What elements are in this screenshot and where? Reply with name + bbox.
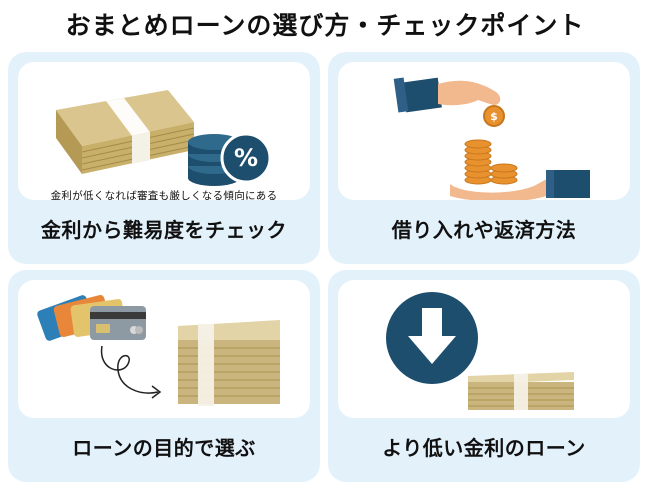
cash-stack-icon bbox=[56, 90, 195, 174]
card-illustration bbox=[18, 280, 310, 418]
down-arrow-circle-icon bbox=[386, 292, 478, 384]
credit-cards-icon bbox=[37, 295, 146, 341]
card-caption: 金利が低くなれば審査も厳しくなる傾向にある bbox=[50, 190, 278, 200]
card-illustration: $ bbox=[338, 62, 630, 200]
cash-stack-icon bbox=[468, 372, 574, 410]
card-label: 借り入れや返済方法 bbox=[391, 218, 577, 242]
card-borrowing-repayment: $ bbox=[328, 52, 640, 264]
hand-dropping-coin-icon: $ bbox=[393, 77, 505, 127]
svg-text:%: % bbox=[234, 144, 258, 172]
card-interest-difficulty: % 金利が低くなれば審査も厳しくなる傾向にある 金利から難易度をチェック bbox=[8, 52, 320, 264]
open-hand-icon bbox=[450, 170, 590, 200]
card-loan-purpose: ローンの目的で選ぶ bbox=[8, 270, 320, 482]
curly-arrow-icon bbox=[100, 345, 162, 399]
svg-text:$: $ bbox=[490, 110, 498, 123]
cash-stack-icon bbox=[178, 320, 280, 406]
coin-stack-icon bbox=[464, 139, 518, 185]
page-title: おまとめローンの選び方・チェックポイント bbox=[65, 11, 585, 40]
card-illustration: % 金利が低くなれば審査も厳しくなる傾向にある bbox=[18, 62, 310, 200]
card-label: より低い金利のローン bbox=[382, 436, 586, 460]
card-lower-interest: より低い金利のローン bbox=[328, 270, 640, 482]
card-illustration bbox=[338, 280, 630, 418]
coin-percent-icon: % bbox=[188, 132, 272, 186]
card-label: ローンの目的で選ぶ bbox=[72, 436, 256, 460]
card-label: 金利から難易度をチェック bbox=[41, 218, 287, 242]
